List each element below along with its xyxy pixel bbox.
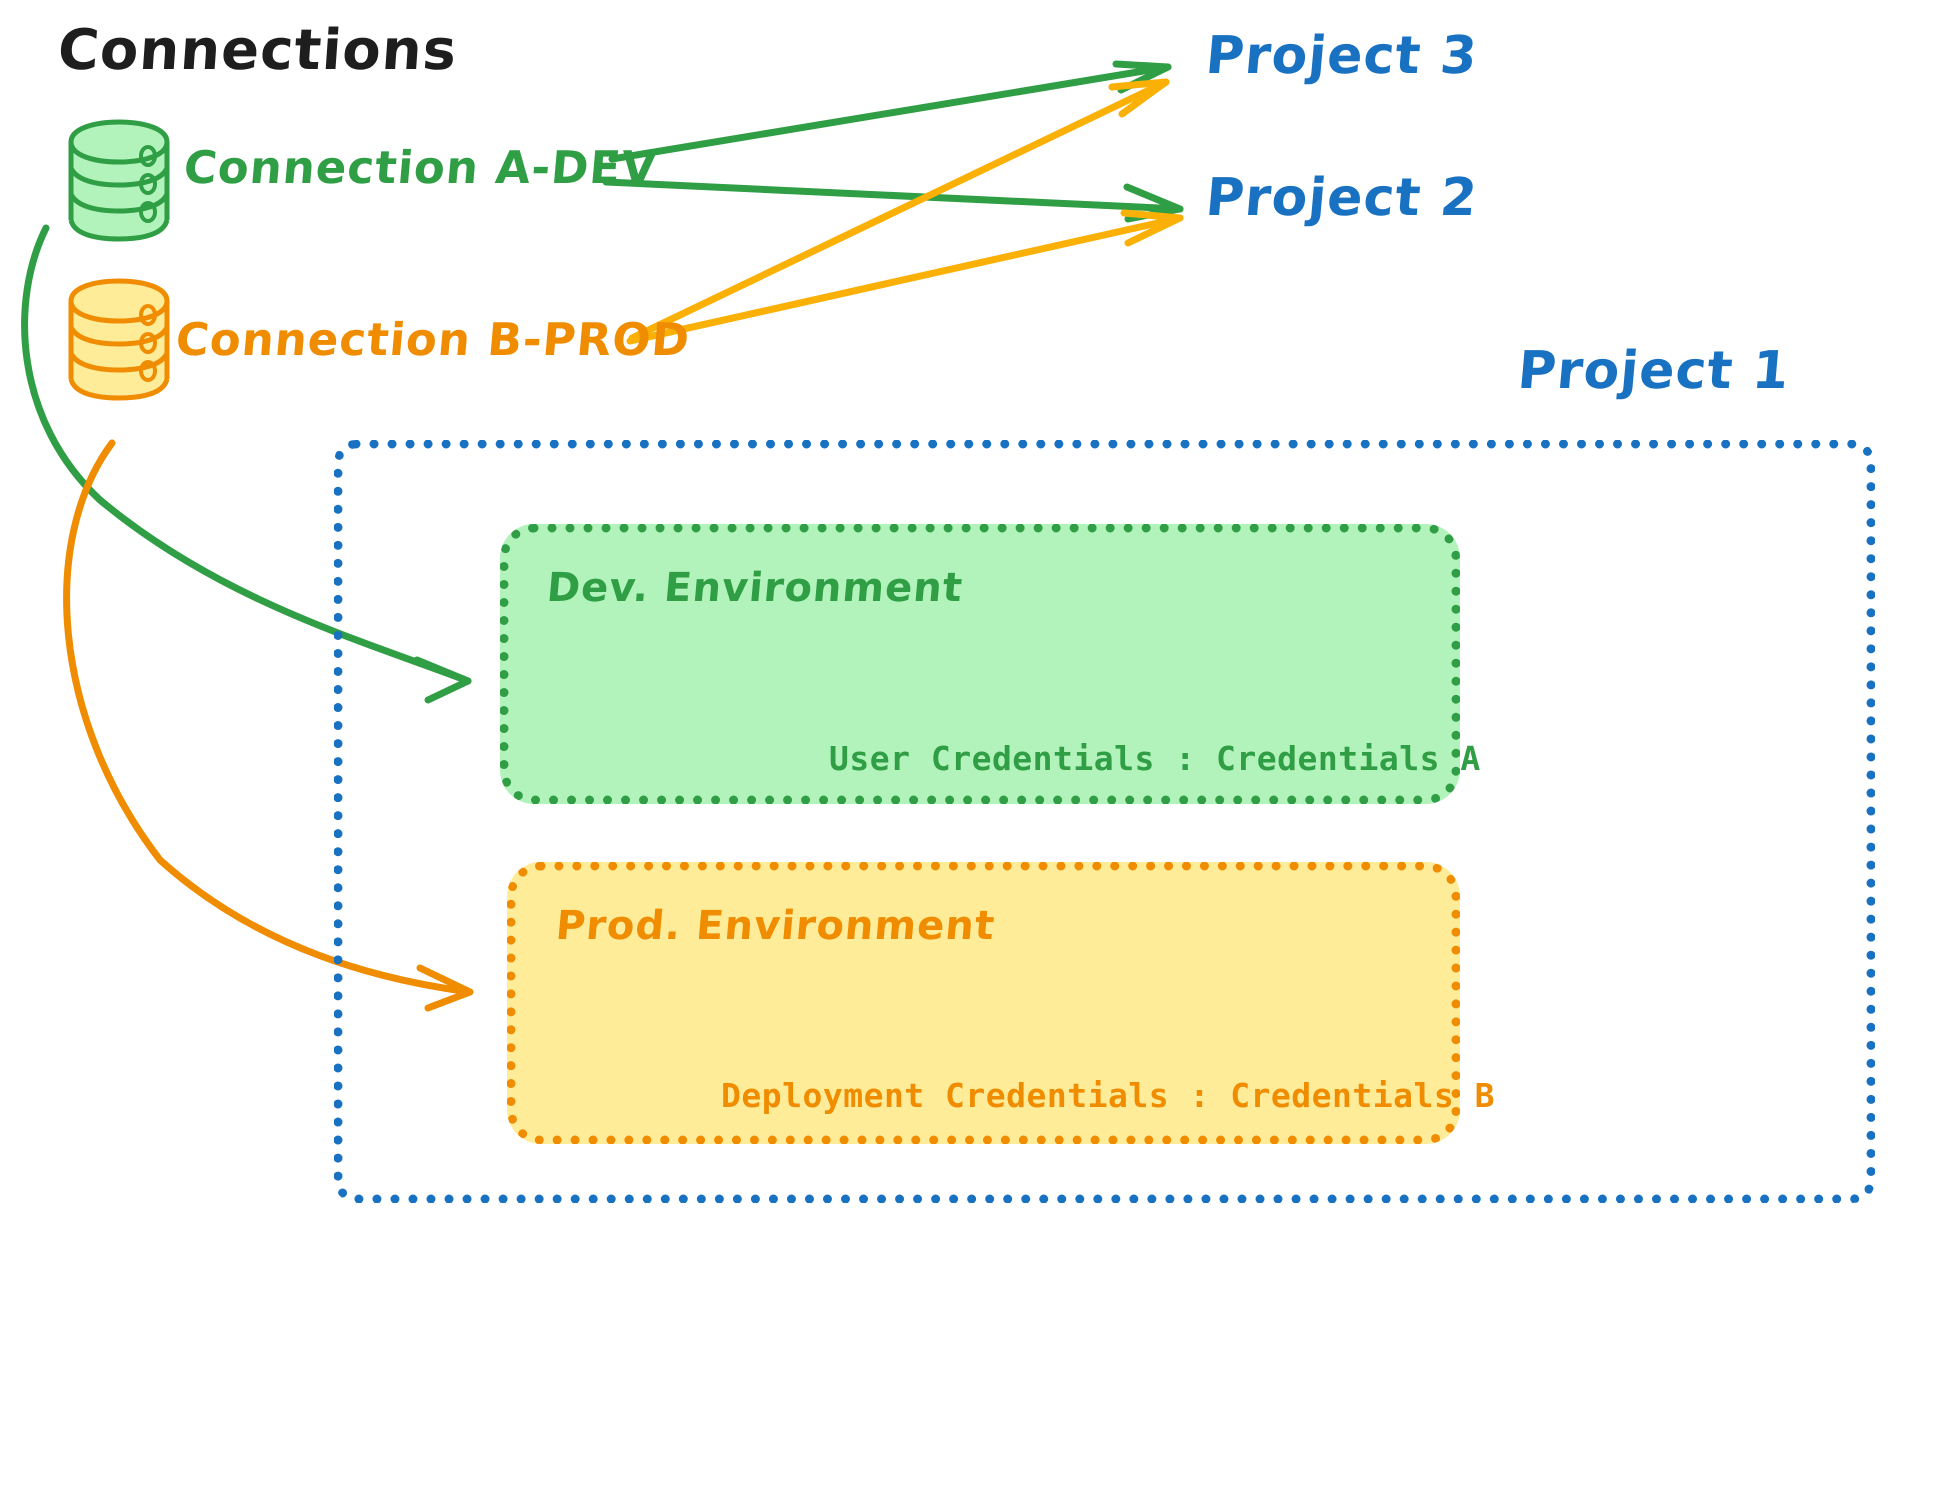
dev-environment-credentials: User Credentials : Credentials A	[829, 739, 1481, 778]
database-cylinder-icon-orange	[68, 278, 170, 401]
connection-a-dev-label: Connection A-DEV	[181, 141, 660, 194]
prod-environment-box: Prod. Environment Deployment Credentials…	[507, 862, 1494, 1144]
project-1-label: Project 1	[1515, 341, 1793, 401]
prod-environment-credentials: Deployment Credentials : Credentials B	[721, 1076, 1495, 1115]
dev-environment-title: Dev. Environment	[544, 565, 965, 611]
arrow-conn-b-to-project-3	[628, 78, 1170, 342]
arrow-conn-b-to-prod-env	[63, 439, 474, 1012]
project-1-boundary	[334, 440, 1875, 1203]
prod-environment-title: Prod. Environment	[553, 903, 997, 949]
arrow-conn-a-to-dev-env	[21, 224, 472, 704]
project-3-label: Project 3	[1203, 26, 1481, 86]
connection-b-prod-label: Connection B-PROD	[173, 313, 693, 366]
project-2-label: Project 2	[1203, 168, 1481, 228]
arrow-conn-b-to-project-2	[626, 209, 1184, 345]
page-title: Connections	[55, 18, 460, 83]
database-cylinder-icon-green	[68, 119, 170, 242]
dev-environment-box: Dev. Environment User Credentials : Cred…	[500, 524, 1480, 804]
